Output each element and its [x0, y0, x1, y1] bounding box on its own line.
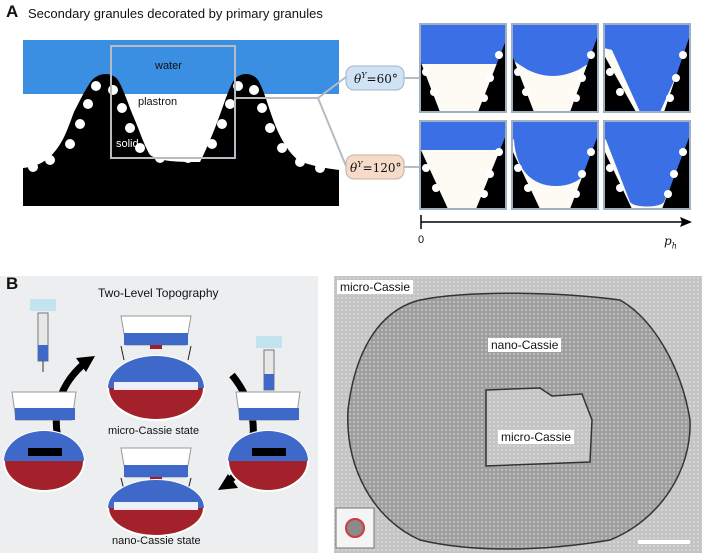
water-layer — [23, 40, 339, 94]
axis-end-label: ph — [664, 234, 677, 251]
dish-left — [3, 299, 85, 492]
granule-schematic — [23, 40, 339, 206]
nano-cassie-state-label: nano-Cassie state — [112, 535, 201, 547]
micro-cassie-state-label: micro-Cassie state — [108, 425, 200, 437]
micro-cassie-center-label: micro-Cassie — [498, 430, 575, 444]
axis-start-label: 0 — [418, 234, 425, 246]
wetting-panels-60 — [419, 23, 691, 113]
panel-a-title: Secondary granules decorated by primary … — [28, 6, 323, 21]
panel-a-letter: A — [6, 2, 19, 21]
panel-b-letter: B — [6, 274, 19, 293]
theta-60-label: θY=60° — [354, 71, 398, 86]
pressure-axis — [420, 215, 692, 229]
dish-right — [227, 336, 309, 492]
nano-cassie-label: nano-Cassie — [488, 338, 562, 352]
topography-title: Two-Level Topography — [98, 286, 219, 300]
solid-label: solid — [116, 138, 139, 150]
dish-bottom — [107, 447, 205, 537]
zoom-box — [110, 45, 236, 159]
dish-top — [107, 315, 205, 421]
theta-120-label: θY=120° — [350, 160, 402, 175]
plastron-label: plastron — [138, 96, 178, 108]
scale-bar — [638, 540, 690, 544]
water-label: water — [155, 60, 182, 72]
micro-cassie-corner-label: micro-Cassie — [337, 280, 414, 294]
wetting-panels-120 — [419, 120, 691, 210]
micro-cassie-island — [485, 387, 593, 467]
